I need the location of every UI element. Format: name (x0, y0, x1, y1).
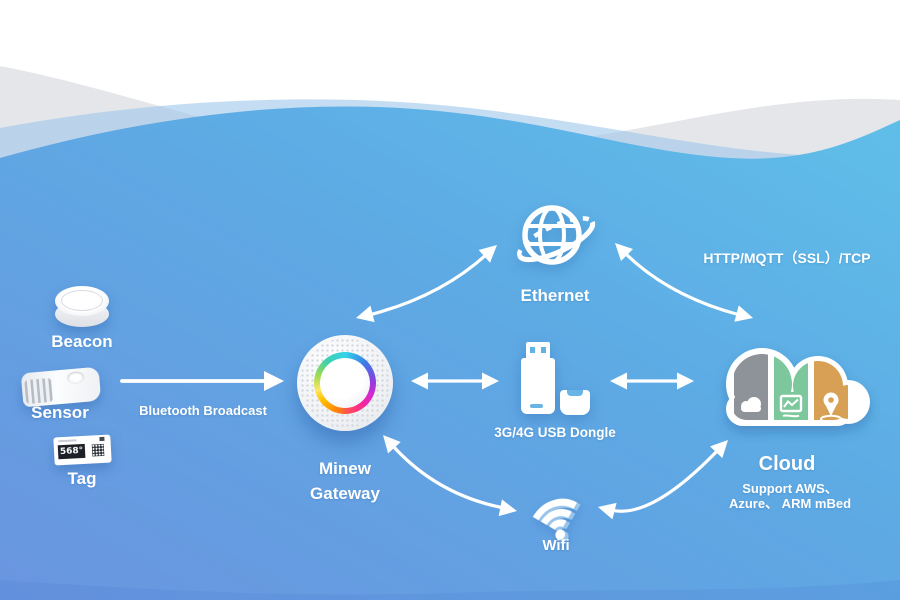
arrow-gateway-dongle (411, 372, 499, 390)
gateway-label-line2: Gateway (310, 484, 380, 503)
arrow-bluetooth-broadcast (120, 371, 284, 391)
ethernet-globe-icon (517, 205, 596, 265)
arrow-ethernet-cloud (615, 243, 753, 322)
protocol-label: HTTP/MQTT（SSL）/TCP (703, 250, 871, 266)
dongle-plug (526, 342, 550, 359)
wave-bottom-dark (0, 580, 900, 600)
tag-qr-code (91, 443, 105, 457)
sensor-vents (24, 377, 54, 405)
mini-cloud-icon (741, 397, 761, 412)
gateway-device-icon (297, 335, 393, 431)
chart-icon (779, 394, 803, 418)
sensor-label: Sensor (31, 403, 89, 422)
tag-dot (99, 436, 105, 442)
gateway-label: Minew Gateway (275, 456, 415, 506)
cloud-label: Cloud (758, 453, 816, 475)
usb-dongle-label: 3G/4G USB Dongle (494, 425, 616, 440)
gateway-face (320, 358, 370, 408)
dongle-cap (560, 390, 590, 415)
beacon-label: Beacon (51, 332, 113, 351)
dongle-cap-notch (567, 390, 583, 396)
dongle-plug-hole (530, 347, 535, 353)
tag-display: 568° (57, 443, 86, 460)
wifi-label: Wifi (542, 537, 570, 554)
cloud-stripe-glyphs (741, 392, 842, 424)
dongle-slot (530, 404, 543, 408)
arrow-gateway-ethernet (356, 245, 497, 323)
tag-label: Tag (67, 469, 97, 488)
ethernet-label: Ethernet (520, 286, 590, 305)
wave-main-blue (0, 106, 900, 600)
cloud-support-label: Support AWS、 Azure、 ARM mBed (690, 481, 890, 511)
bluetooth-broadcast-label: Bluetooth Broadcast (139, 403, 267, 418)
beacon-ring (61, 290, 103, 311)
cloud-support-line2: Azure、 ARM mBed (728, 496, 852, 511)
cloud-support-line1: Support AWS、 (742, 481, 838, 496)
location-pin-icon (820, 392, 842, 424)
dongle-plug-hole (541, 347, 546, 353)
tag-device-icon: 568° (53, 434, 112, 466)
arrow-gateway-wifi (383, 435, 517, 517)
tag-topline (58, 439, 77, 443)
usb-dongle-icon (519, 342, 591, 418)
arrow-wifi-cloud (598, 440, 728, 520)
cloud-icon (726, 348, 870, 426)
arrow-dongle-cloud (610, 372, 694, 390)
beacon-device-icon (55, 286, 109, 327)
gateway-label-line1: Minew (319, 459, 371, 478)
